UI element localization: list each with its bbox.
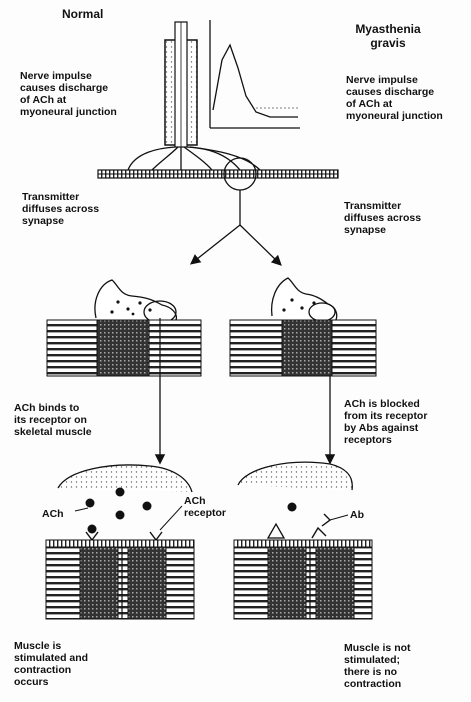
label-nerve-impulse-left: Nerve impulse causes discharge of ACh at… xyxy=(20,70,117,118)
left-synapse-detail xyxy=(58,465,192,540)
label-result-mg: Muscle is not stimulated; there is no co… xyxy=(344,642,411,690)
label-ach: ACh xyxy=(42,508,64,520)
right-muscle-block xyxy=(230,320,376,376)
label-result-normal: Muscle is stimulated and contraction occ… xyxy=(14,640,88,688)
header-myasthenia-gravis: Myasthenia gravis xyxy=(348,22,428,50)
label-transmitter-right: Transmitter diffuses across synapse xyxy=(344,200,421,236)
header-normal: Normal xyxy=(62,7,103,21)
label-ach-binds: ACh binds to its receptor on skeletal mu… xyxy=(14,402,92,438)
label-ach-blocked: ACh is blocked from its receptor by Abs … xyxy=(344,398,427,446)
left-muscle-block xyxy=(47,318,201,376)
right-synapse-detail xyxy=(238,462,352,538)
right-muscle-detail xyxy=(234,540,372,619)
label-ach-receptor: ACh receptor xyxy=(184,495,226,519)
left-muscle-detail xyxy=(46,540,194,619)
label-nerve-impulse-right: Nerve impulse causes discharge of ACh at… xyxy=(346,74,443,122)
left-nmj-terminal xyxy=(95,280,176,323)
label-transmitter-left: Transmitter diffuses across synapse xyxy=(22,191,99,227)
nerve-axon xyxy=(165,22,197,147)
label-ab: Ab xyxy=(350,509,364,521)
zoom-arrows xyxy=(160,376,330,462)
muscle-fiber-band xyxy=(98,170,338,178)
action-potential-graph xyxy=(210,20,300,128)
right-nmj-terminal xyxy=(272,278,337,321)
